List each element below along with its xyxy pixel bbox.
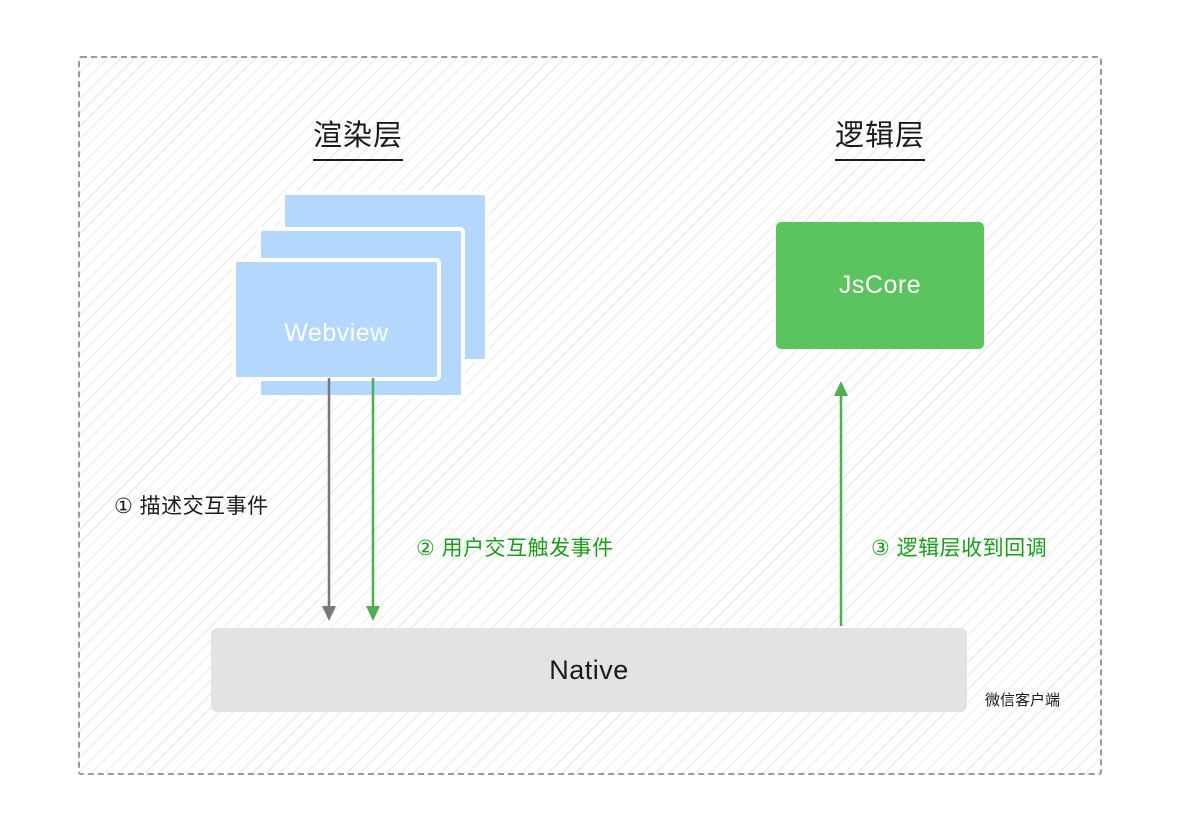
native-label: Native	[549, 654, 629, 685]
arrow-trigger-event-icon	[366, 378, 380, 621]
render-layer-title: 渲染层	[313, 112, 404, 161]
jscore-node: JsCore	[776, 222, 984, 349]
native-node: Native	[211, 628, 967, 712]
arrow-describe-event-icon	[322, 378, 336, 621]
step-2-caption: ② 用户交互触发事件	[416, 537, 614, 560]
logic-layer-title: 逻辑层	[835, 112, 926, 161]
arrow-callback-icon	[834, 381, 848, 626]
step-3-caption: ③ 逻辑层收到回调	[871, 537, 1048, 560]
webview-label: Webview	[284, 319, 389, 347]
jscore-label: JsCore	[838, 271, 922, 299]
webview-card-front: Webview	[232, 258, 441, 381]
wechat-client-label: 微信客户端	[985, 692, 1061, 709]
step-1-caption: ① 描述交互事件	[114, 495, 269, 518]
